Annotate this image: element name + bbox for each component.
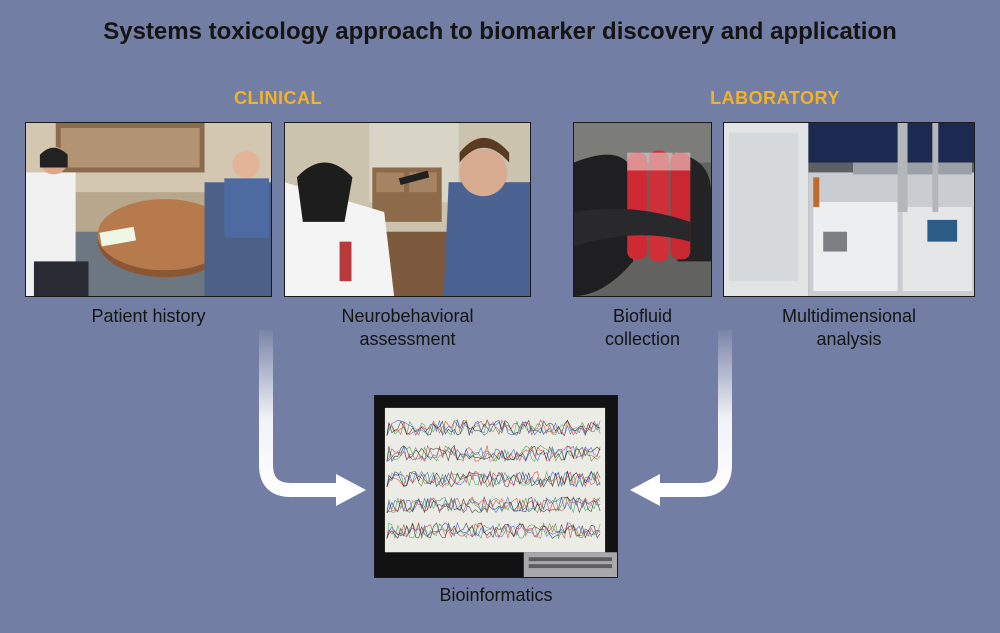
sequence-trace <box>386 521 601 540</box>
sequence-trace <box>386 470 601 488</box>
laboratory-heading: LABORATORY <box>710 88 840 108</box>
sequence-trace <box>386 445 601 463</box>
sequence-trace <box>386 419 601 437</box>
multidimensional-caption-line2: analysis <box>816 329 882 349</box>
diagram-title: Systems toxicology approach to biomarker… <box>103 18 897 45</box>
sequence-trace <box>386 522 601 539</box>
sequence-trace <box>386 496 601 514</box>
sequence-trace <box>386 419 601 437</box>
left-arrow-shaft <box>259 330 336 497</box>
left-arrow-head <box>336 474 366 506</box>
neurobehavioral-photo <box>284 122 531 297</box>
sequence-trace <box>386 444 601 462</box>
sequence-trace <box>386 470 601 488</box>
neurobehavioral-caption: Neurobehavioral assessment <box>284 305 531 351</box>
sequence-trace <box>386 444 601 463</box>
multidimensional-caption: Multidimensional analysis <box>723 305 975 351</box>
bioinformatics-caption: Bioinformatics <box>439 585 553 605</box>
bioinformatics-photo <box>374 395 618 578</box>
sequence-trace <box>386 445 601 463</box>
multidimensional-caption-line1: Multidimensional <box>781 306 917 326</box>
patient-history-photo <box>25 122 272 297</box>
patient-history-caption: Patient history <box>91 306 206 326</box>
biofluid-caption: Biofluid collection <box>573 305 712 351</box>
sequence-trace <box>386 496 601 514</box>
biofluid-photo <box>573 122 712 297</box>
right-arrow-head <box>630 474 660 506</box>
sequence-trace <box>386 521 601 539</box>
sequence-trace <box>386 471 601 488</box>
neurobehavioral-caption-line2: assessment <box>359 329 456 349</box>
biofluid-caption-line1: Biofluid <box>612 306 673 326</box>
biofluid-caption-line2: collection <box>604 329 681 349</box>
clinical-heading: CLINICAL <box>234 88 322 108</box>
multidimensional-photo <box>723 122 975 297</box>
neurobehavioral-caption-line1: Neurobehavioral <box>341 306 474 326</box>
sequence-trace <box>386 496 601 514</box>
right-arrow-shaft <box>660 330 732 497</box>
